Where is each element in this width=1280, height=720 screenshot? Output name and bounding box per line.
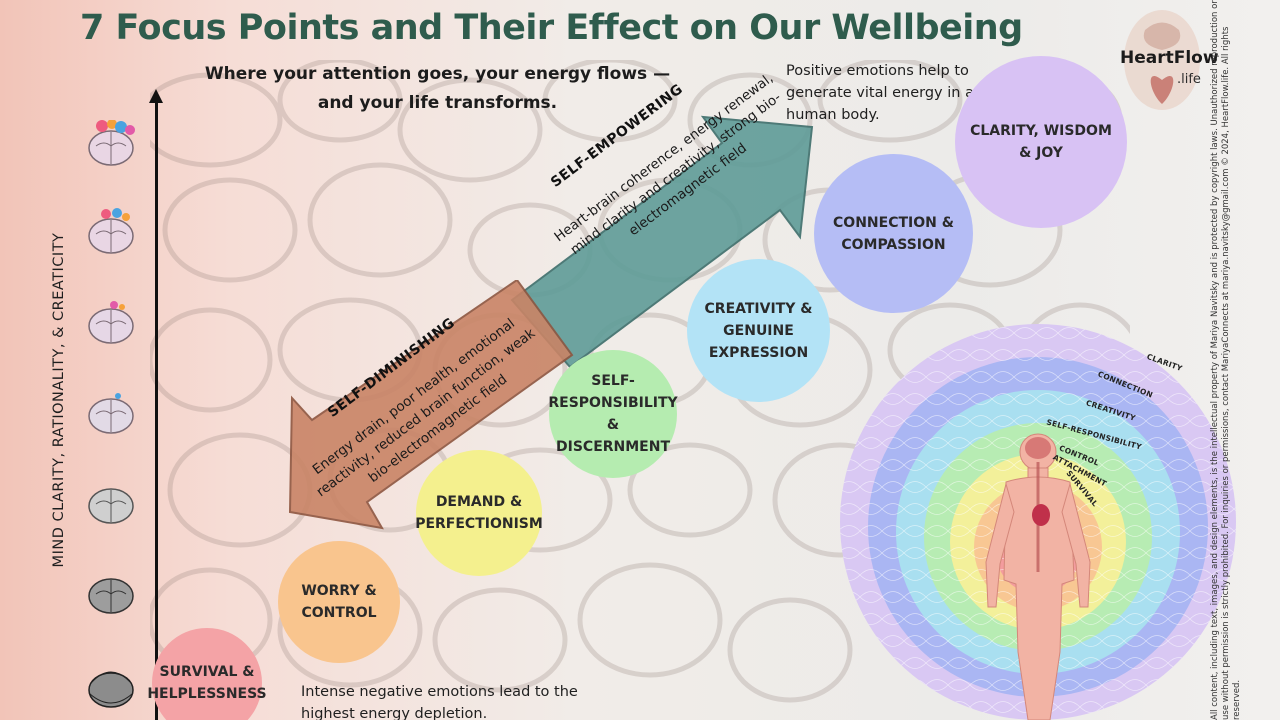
focus-circle-worry: WORRY & CONTROL [278, 541, 400, 663]
focus-label: SURVIVAL & HELPLESSNESS [147, 661, 266, 705]
page-title: 7 Focus Points and Their Effect on Our W… [80, 8, 1023, 48]
focus-label: WORRY & CONTROL [301, 580, 376, 624]
brain-icon [84, 662, 138, 710]
negative-emotions-note: Intense negative emotions lead to the hi… [301, 681, 601, 720]
focus-circle-creativity: CREATIVITY & GENUINE EXPRESSION [687, 259, 830, 402]
focus-circle-self-responsibility: SELF-RESPONSIBILITY & DISCERNMENT [549, 350, 677, 478]
brain-icon [84, 568, 138, 616]
focus-circle-clarity: CLARITY, WISDOM & JOY [955, 56, 1127, 228]
logo-name: HeartFlow [1120, 48, 1219, 68]
brain-icon [84, 478, 138, 526]
y-axis-arrowhead [149, 89, 163, 103]
brain-icon [84, 298, 138, 346]
brain-icon [84, 208, 138, 256]
copyright-notice: All content, including text, images, and… [1210, 0, 1243, 720]
focus-circle-demand: DEMAND & PERFECTIONISM [416, 450, 542, 576]
focus-circle-connection: CONNECTION & COMPASSION [814, 154, 973, 313]
logo-suffix: .life [1177, 72, 1201, 87]
brain-icon [84, 120, 138, 168]
y-axis-label: MIND CLARITY, RATIONALITY, & CREATICITY [51, 215, 67, 585]
focus-label: CONNECTION & COMPASSION [833, 212, 954, 256]
y-axis-line [155, 98, 158, 720]
energy-field-sphere [838, 322, 1238, 720]
focus-label: CREATIVITY & GENUINE EXPRESSION [705, 298, 813, 364]
focus-label: SELF-RESPONSIBILITY & DISCERNMENT [548, 370, 677, 458]
brain-icon [84, 388, 138, 436]
focus-label: DEMAND & PERFECTIONISM [415, 491, 543, 535]
focus-label: CLARITY, WISDOM & JOY [970, 120, 1112, 164]
